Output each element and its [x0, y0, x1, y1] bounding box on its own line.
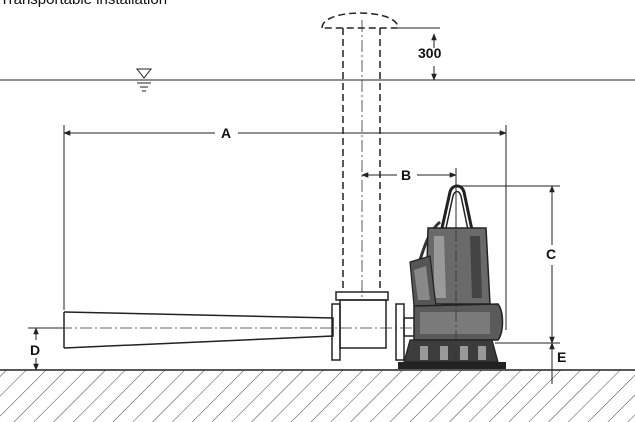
ground [0, 369, 635, 422]
dimension-b-label: B [401, 167, 411, 183]
dimension-c-label: C [546, 246, 556, 262]
diagram-title: Transportable installation [0, 0, 167, 8]
dimension-d-label: D [30, 342, 40, 358]
dimension-b: B [361, 167, 457, 230]
dimension-a-label: A [221, 125, 231, 141]
dimension-300-label: 300 [418, 45, 442, 61]
pump [398, 184, 506, 370]
dimension-300: 300 [398, 27, 442, 81]
dimension-e: E [495, 342, 566, 384]
dimension-a: A [63, 125, 507, 330]
water-level [0, 68, 635, 92]
dimension-e-label: E [557, 349, 566, 365]
vent-cap [321, 12, 399, 29]
dimension-c: C [458, 185, 560, 344]
riser-pipe [335, 20, 389, 301]
dimension-d: D [28, 327, 64, 371]
